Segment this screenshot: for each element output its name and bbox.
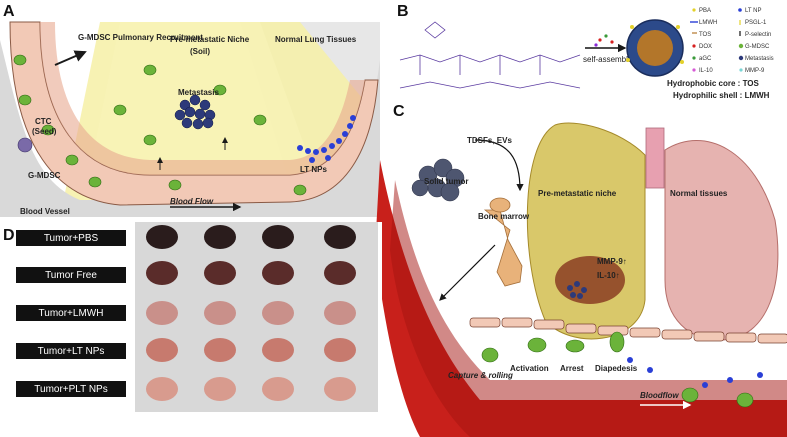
premetastatic-niche-title: Pre-metastatic niche: [538, 189, 617, 198]
group-label-plt-nps: Tumor+PLT NPs: [16, 381, 126, 397]
arrest-label: Arrest: [560, 364, 584, 373]
group-label-pbs: Tumor+PBS: [16, 230, 126, 246]
group-label-free: Tumor Free: [16, 267, 126, 283]
trachea: [645, 127, 665, 189]
legend-item-0: PBA: [699, 8, 711, 14]
capture-rolling-label: Capture & rolling: [448, 371, 513, 380]
lung-row-pbs: [146, 225, 356, 249]
lmwh-molecule: [399, 21, 581, 89]
group-label-lmwh: Tumor+LMWH: [16, 305, 126, 321]
panel-letter-a: A: [3, 3, 15, 20]
legend-item-3: PSGL-1: [745, 20, 767, 26]
blood-flow-label: Blood Flow: [170, 197, 214, 206]
bone-marrow-label: Bone marrow: [478, 212, 530, 221]
lung-premetastatic: [526, 122, 646, 340]
group-label-pbs-text: Tumor+PBS: [44, 233, 99, 244]
group-label-lt-nps: Tumor+LT NPs: [16, 343, 126, 359]
group-label-lt-nps-text: Tumor+LT NPs: [38, 346, 105, 357]
group-label-free-text: Tumor Free: [45, 270, 97, 281]
il10-label: IL-10↑: [597, 271, 620, 280]
panel-letter-d: D: [3, 227, 15, 244]
ctc-label: CTC: [35, 117, 52, 126]
legend-item-11: MMP-9: [745, 68, 765, 74]
hydrophilic-shell-label: Hydrophilic shell : LMWH: [673, 91, 770, 100]
gmdsc-recruitment-label: G-MDSC Pulmonary Recruitment: [78, 33, 203, 42]
legend-item-7: G-MDSC: [745, 44, 770, 50]
legend-item-10: IL-10: [699, 68, 713, 74]
legend-b: PBA LT NP LMWH PSGL-1 TOS P-selectin DOX…: [690, 8, 774, 74]
lt-nps-label: LT NPs: [300, 165, 328, 174]
group-label-lmwh-text: Tumor+LMWH: [39, 308, 104, 319]
panel-letter-b: B: [397, 3, 409, 20]
solid-tumor-label: Solid tumor: [424, 177, 468, 186]
group-label-plt-nps-text: Tumor+PLT NPs: [34, 384, 107, 395]
soil-label: (Soil): [190, 47, 210, 56]
metastasis-label: Metastasis: [178, 88, 219, 97]
normal-tissues-title: Normal tissues: [670, 189, 728, 198]
lung-row-free: [146, 261, 356, 285]
self-assembled-label: self-assembled: [583, 55, 637, 64]
hydrophobic-core-label: Hydrophobic core : TOS: [667, 79, 760, 88]
blood-vessel-label: Blood Vessel: [20, 207, 70, 216]
normal-lung-label: Normal Lung Tissues: [275, 35, 357, 44]
bloodflow-label: Bloodflow: [640, 391, 679, 400]
tdsfs-evs-label: TDSFs, EVs: [467, 136, 512, 145]
lung-row-lt-nps: [146, 338, 356, 362]
legend-item-5: P-selectin: [745, 32, 771, 38]
mmp9-label: MMP-9↑: [597, 257, 627, 266]
activation-label: Activation: [510, 364, 549, 373]
legend-item-6: DOX: [699, 44, 712, 50]
lt-np-core: [637, 30, 673, 66]
solid-tumor: [411, 158, 465, 202]
lung-normal: [664, 140, 779, 341]
metastasis-cluster: [174, 94, 216, 130]
lung-row-plt-nps: [146, 377, 356, 401]
legend-item-9: Metastasis: [745, 56, 774, 62]
lung-row-lmwh: [146, 301, 356, 325]
diapedesis-label: Diapedesis: [595, 364, 638, 373]
ctc-cell: [17, 137, 33, 153]
bone-marrow: [483, 209, 523, 287]
seed-label: (Seed): [32, 127, 57, 136]
legend-item-1: LT NP: [745, 8, 761, 14]
premetastatic-niche-label: Pre-metastatic Niche: [170, 35, 250, 44]
panel-b: B self-assembled PBA LT NP: [397, 3, 774, 100]
legend-item-8: aGC: [699, 56, 712, 62]
panel-c: C: [375, 103, 787, 437]
legend-item-4: TOS: [699, 32, 711, 38]
gmdsc-label: G-MDSC: [28, 171, 61, 180]
panel-a: A G-MDSC Pulmonary Recruitment Pre-metas…: [0, 3, 380, 217]
legend-item-2: LMWH: [699, 20, 717, 26]
panel-d: D Tumor+PBS Tumor F: [0, 222, 382, 437]
panel-letter-c: C: [393, 103, 405, 120]
